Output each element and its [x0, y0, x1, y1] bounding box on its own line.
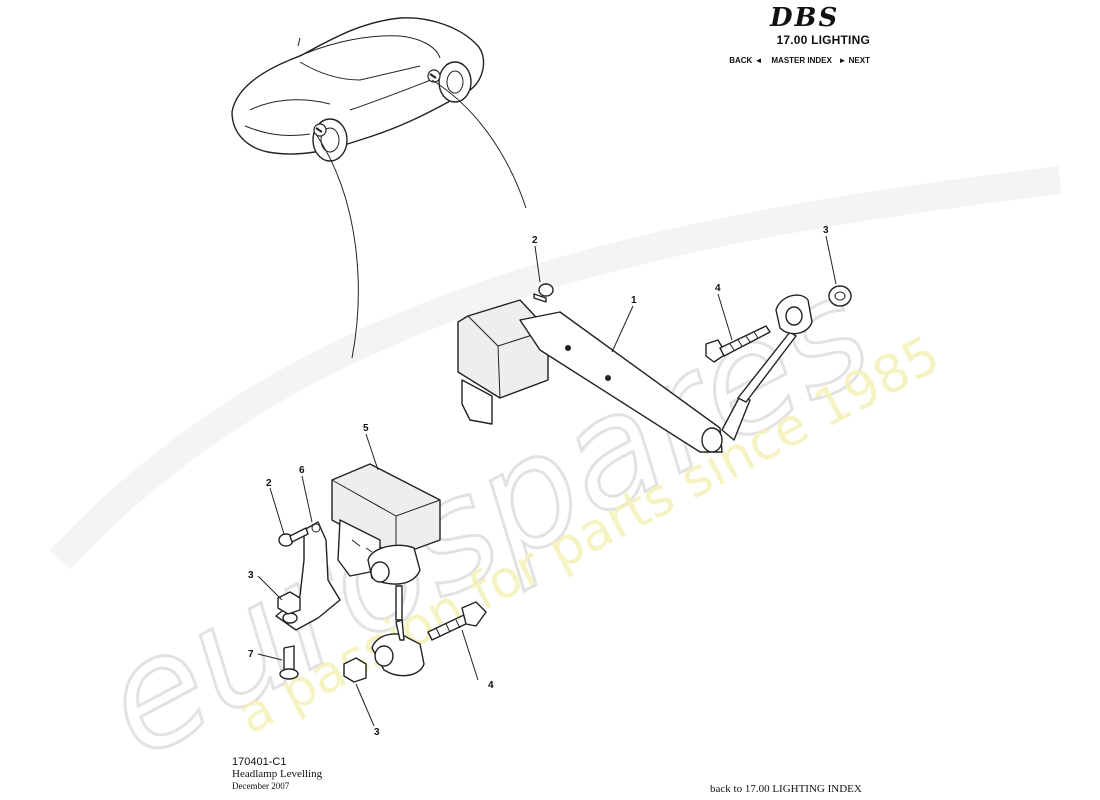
leader-rear	[315, 133, 359, 359]
next-arrow-icon: ►	[838, 56, 847, 65]
callout-7: 7	[248, 649, 254, 660]
callout-5: 5	[363, 423, 369, 434]
drawing-number: 170401-C1	[232, 756, 287, 768]
back-arrow-icon: ◄	[754, 56, 763, 65]
master-index-link[interactable]: MASTER INDEX	[771, 56, 832, 65]
part-7-bolt	[279, 645, 299, 680]
part-1-rear-level-sensor	[457, 299, 797, 453]
callout-3-top: 3	[823, 225, 829, 236]
back-button[interactable]: BACK ◄	[729, 56, 762, 65]
next-label: NEXT	[848, 56, 870, 65]
drawing-title: Headlamp Levelling	[232, 768, 323, 780]
car-illustration	[231, 17, 485, 162]
callout-4-bottom: 4	[488, 680, 494, 691]
drawing-info: 170401-C1 Headlamp Levelling December 20…	[232, 756, 322, 792]
drawing-date: December 2007	[232, 781, 290, 791]
part-3-nut-left	[277, 591, 301, 615]
callout-2-left: 2	[266, 478, 272, 489]
part-4-bolt-top	[705, 325, 771, 363]
part-2-bolt-top	[533, 283, 554, 303]
logo-text: DBS	[769, 3, 839, 33]
part-2-bolt-left	[278, 527, 309, 547]
part-4-bolt-bottom	[427, 601, 487, 641]
callout-2-top: 2	[532, 235, 538, 246]
callout-leaders	[257, 235, 837, 727]
part-3-nut-bottom	[343, 657, 367, 683]
callout-6: 6	[299, 465, 305, 476]
next-button[interactable]: ► NEXT	[839, 56, 871, 65]
callout-3-left: 3	[248, 570, 254, 581]
part-5-front-level-sensor	[331, 463, 441, 621]
callout-1: 1	[631, 295, 637, 306]
watermark: eurospares a passion for parts since 198…	[49, 166, 1062, 793]
leader-front	[431, 79, 527, 209]
part-3-bush-top	[775, 285, 852, 335]
dbs-logo: DBS	[769, 3, 839, 33]
callout-3-bottom: 3	[374, 727, 380, 738]
back-label: BACK	[729, 56, 753, 65]
callout-4-top: 4	[715, 283, 721, 294]
part-lower-link	[371, 619, 425, 677]
back-to-index-link[interactable]: back to 17.00 LIGHTING INDEX	[710, 783, 862, 795]
nav-bar: BACK ◄ MASTER INDEX ► NEXT	[690, 56, 870, 65]
section-title: 17.00 LIGHTING	[776, 33, 870, 47]
